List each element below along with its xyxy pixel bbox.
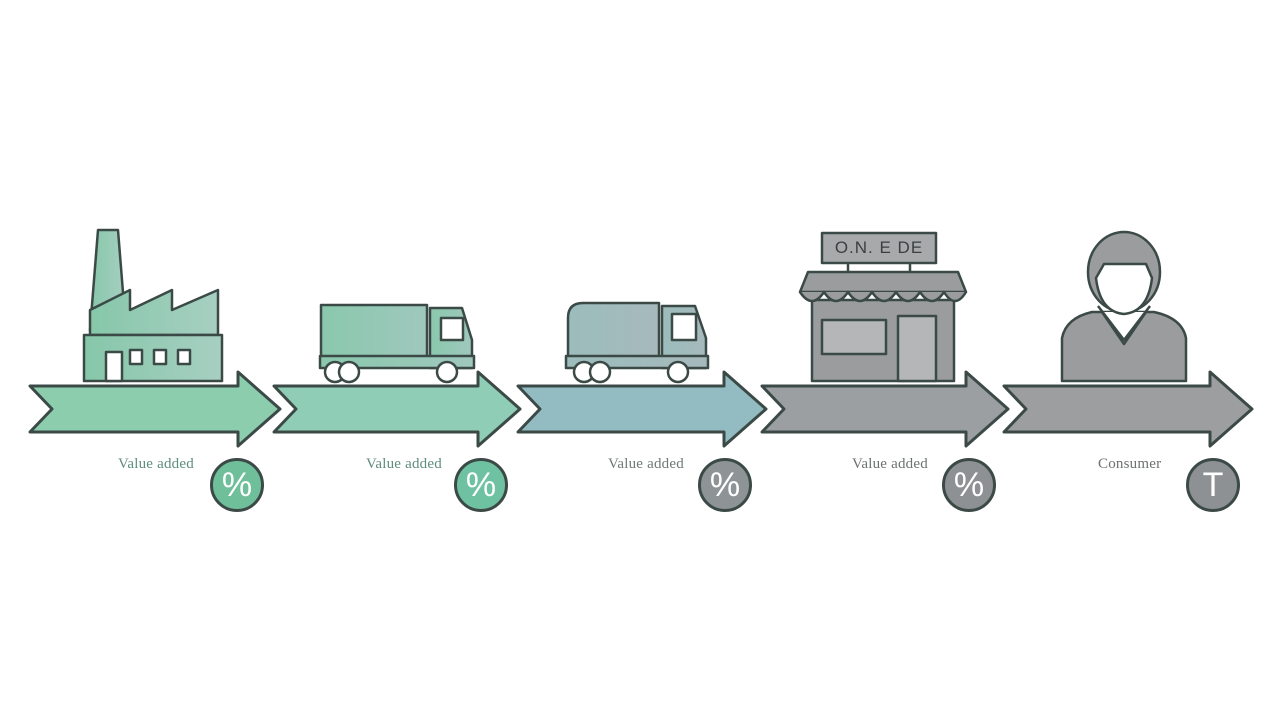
stage-2-percent-badge: % xyxy=(454,458,508,512)
stage-4-label: Value added xyxy=(852,456,928,472)
arrow-5 xyxy=(1002,370,1254,448)
store-sign-text: O.N. E DE xyxy=(834,238,924,257)
truck-icon xyxy=(318,303,476,384)
stage-2-label: Value added xyxy=(366,456,442,472)
store-icon xyxy=(798,231,968,383)
stage-1-label: Value added xyxy=(118,456,194,472)
store-sign-board xyxy=(820,231,938,265)
factory-icon xyxy=(82,228,224,383)
arrow-1 xyxy=(28,370,282,448)
arrow-3 xyxy=(516,370,768,448)
stage-3-percent-badge: % xyxy=(698,458,752,512)
stage-5-tax-badge: T xyxy=(1186,458,1240,512)
stage-4-percent-badge: % xyxy=(942,458,996,512)
stage-5-label: Consumer xyxy=(1098,456,1162,472)
stage-3-label: Value added xyxy=(608,456,684,472)
arrow-4 xyxy=(760,370,1010,448)
person-icon xyxy=(1060,230,1188,383)
stage-1-percent-badge: % xyxy=(210,458,264,512)
truck-icon xyxy=(564,301,710,384)
arrow-2 xyxy=(272,370,522,448)
